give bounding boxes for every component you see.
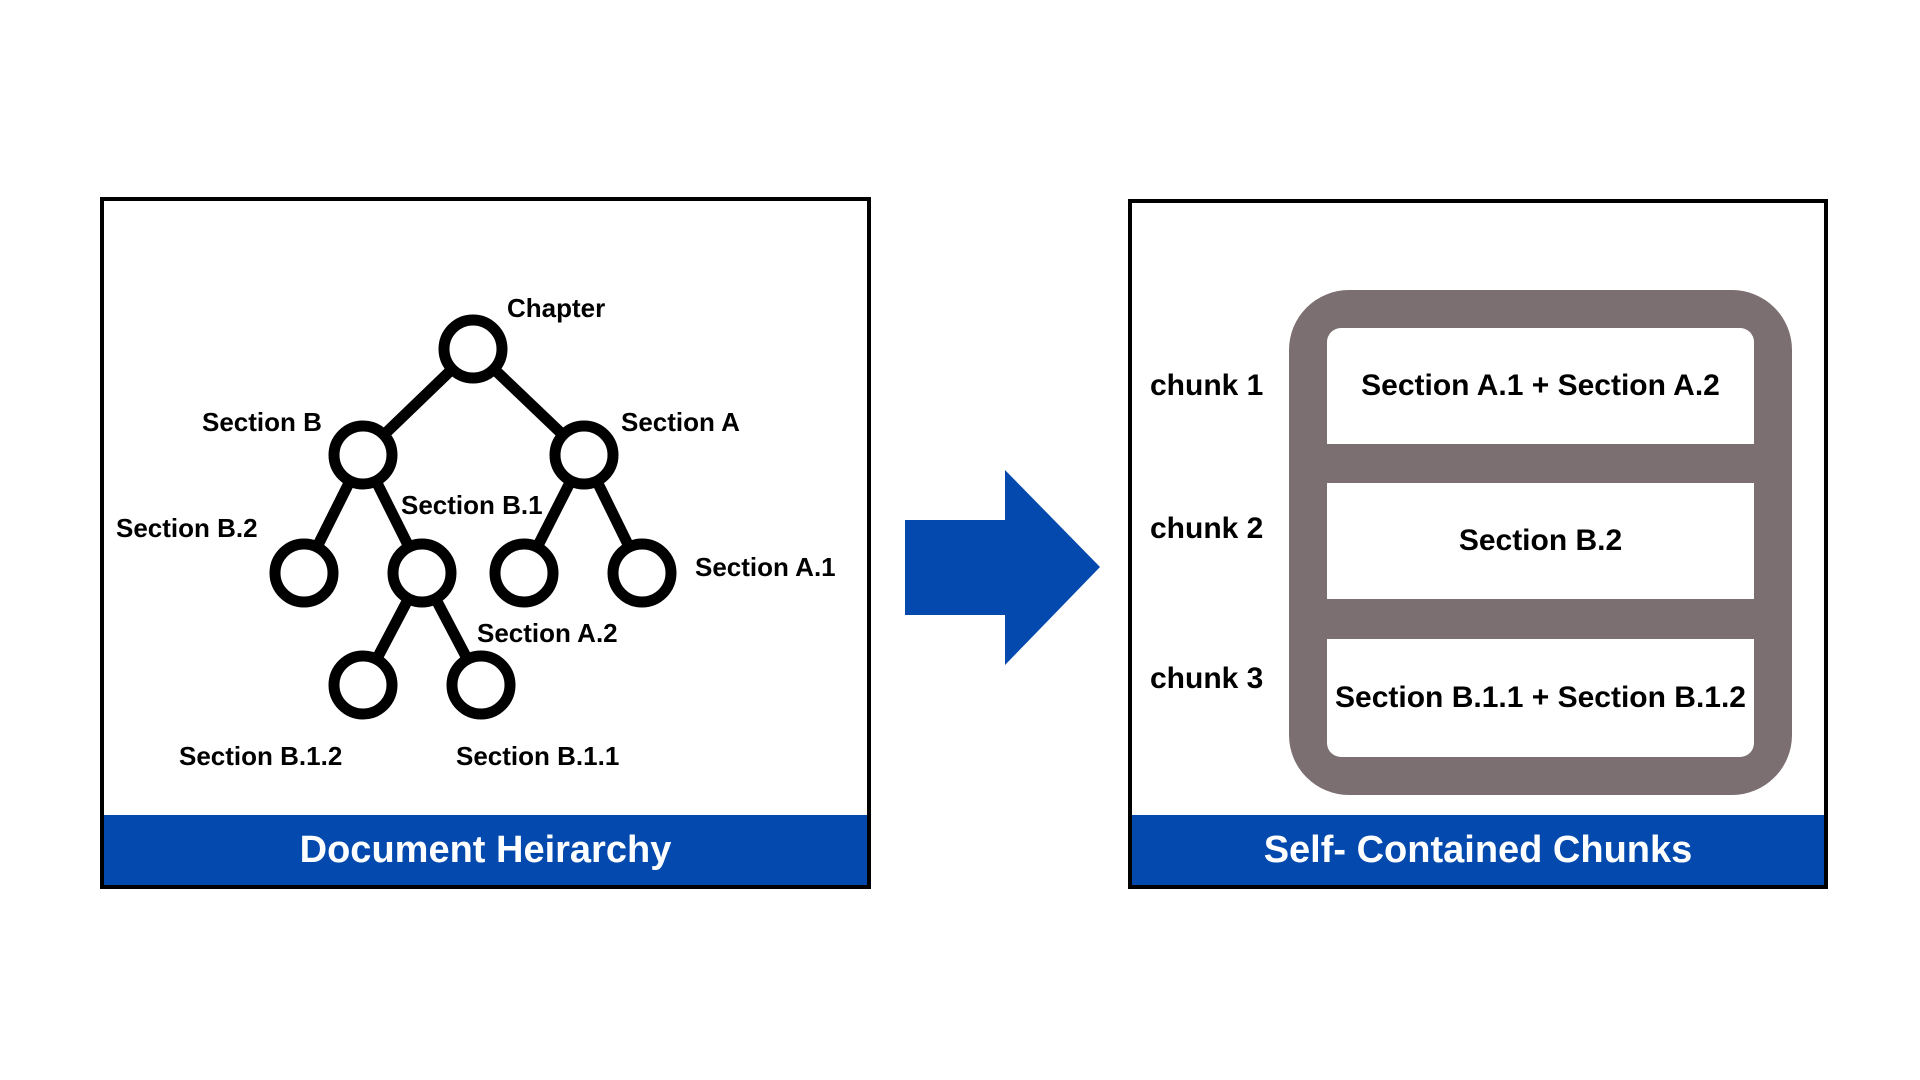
chunk-content-2: Section B.2 (1458, 524, 1623, 557)
self-contained-chunks-panel: chunk 1 chunk 2 chunk 3 Section A.1 + Se… (1128, 199, 1828, 889)
chunk-container: Section A.1 + Section A.2 Section B.2 Se… (1289, 290, 1792, 795)
right-arrow-icon (905, 470, 1100, 665)
tree-node-section-a2 (489, 538, 559, 608)
document-hierarchy-panel: Chapter Section B Section A Section B.2 … (100, 197, 871, 889)
tree-node-section-b12 (328, 650, 398, 720)
tree-node-chapter (438, 314, 508, 384)
node-label-section-b1: Section B.1 (401, 490, 543, 520)
tree-node-section-b1 (387, 538, 457, 608)
document-hierarchy-footer: Document Heirarchy (104, 815, 867, 885)
chunk-box-2: Section B.2 (1327, 483, 1754, 599)
tree-node-section-a (549, 420, 619, 490)
tree-node-section-b2 (269, 538, 339, 608)
node-label-section-b2: Section B.2 (116, 513, 258, 543)
chunk-content-3: Section B.1.1 + Section B.1.2 (1335, 681, 1746, 714)
tree-node-section-a1 (607, 538, 677, 608)
node-label-section-a1: Section A.1 (695, 552, 836, 582)
tree-node-section-b (328, 420, 398, 490)
chunk-label-3: chunk 3 (1150, 662, 1264, 695)
chunk-box-3: Section B.1.1 + Section B.1.2 (1327, 639, 1754, 757)
node-label-section-a: Section A (621, 407, 740, 437)
chunk-box-1: Section A.1 + Section A.2 (1327, 328, 1754, 444)
node-label-section-b11: Section B.1.1 (456, 741, 620, 771)
document-hierarchy-title: Document Heirarchy (299, 828, 672, 871)
node-label-section-b: Section B (202, 407, 322, 437)
hierarchy-tree (269, 314, 677, 720)
tree-node-section-b11 (446, 650, 516, 720)
self-contained-chunks-title: Self- Contained Chunks (1263, 828, 1693, 871)
node-label-chapter: Chapter (507, 293, 606, 323)
chunk-label-2: chunk 2 (1150, 512, 1264, 545)
chunk-content-1: Section A.1 + Section A.2 (1361, 369, 1720, 402)
self-contained-chunks-footer: Self- Contained Chunks (1132, 815, 1824, 885)
node-label-section-a2: Section A.2 (477, 618, 618, 648)
chunk-label-1: chunk 1 (1150, 369, 1264, 402)
node-label-section-b12: Section B.1.2 (179, 741, 343, 771)
